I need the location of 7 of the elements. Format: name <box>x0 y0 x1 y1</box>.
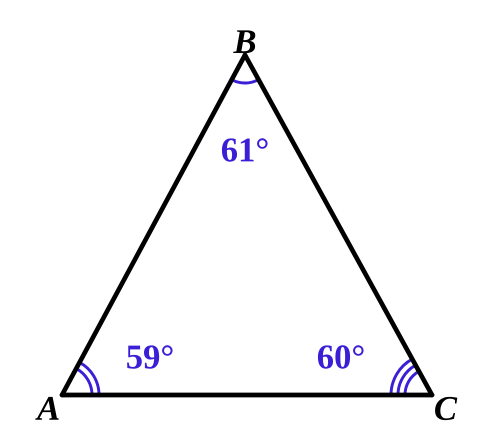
vertex-label: C <box>435 396 458 420</box>
angle-label: 61° <box>222 138 268 162</box>
vertex-label: B <box>233 30 256 54</box>
angle-label: 60° <box>318 345 364 369</box>
angle-label: 59° <box>127 345 173 369</box>
vertex-label: A <box>35 396 59 420</box>
triangle-side <box>60 392 434 398</box>
